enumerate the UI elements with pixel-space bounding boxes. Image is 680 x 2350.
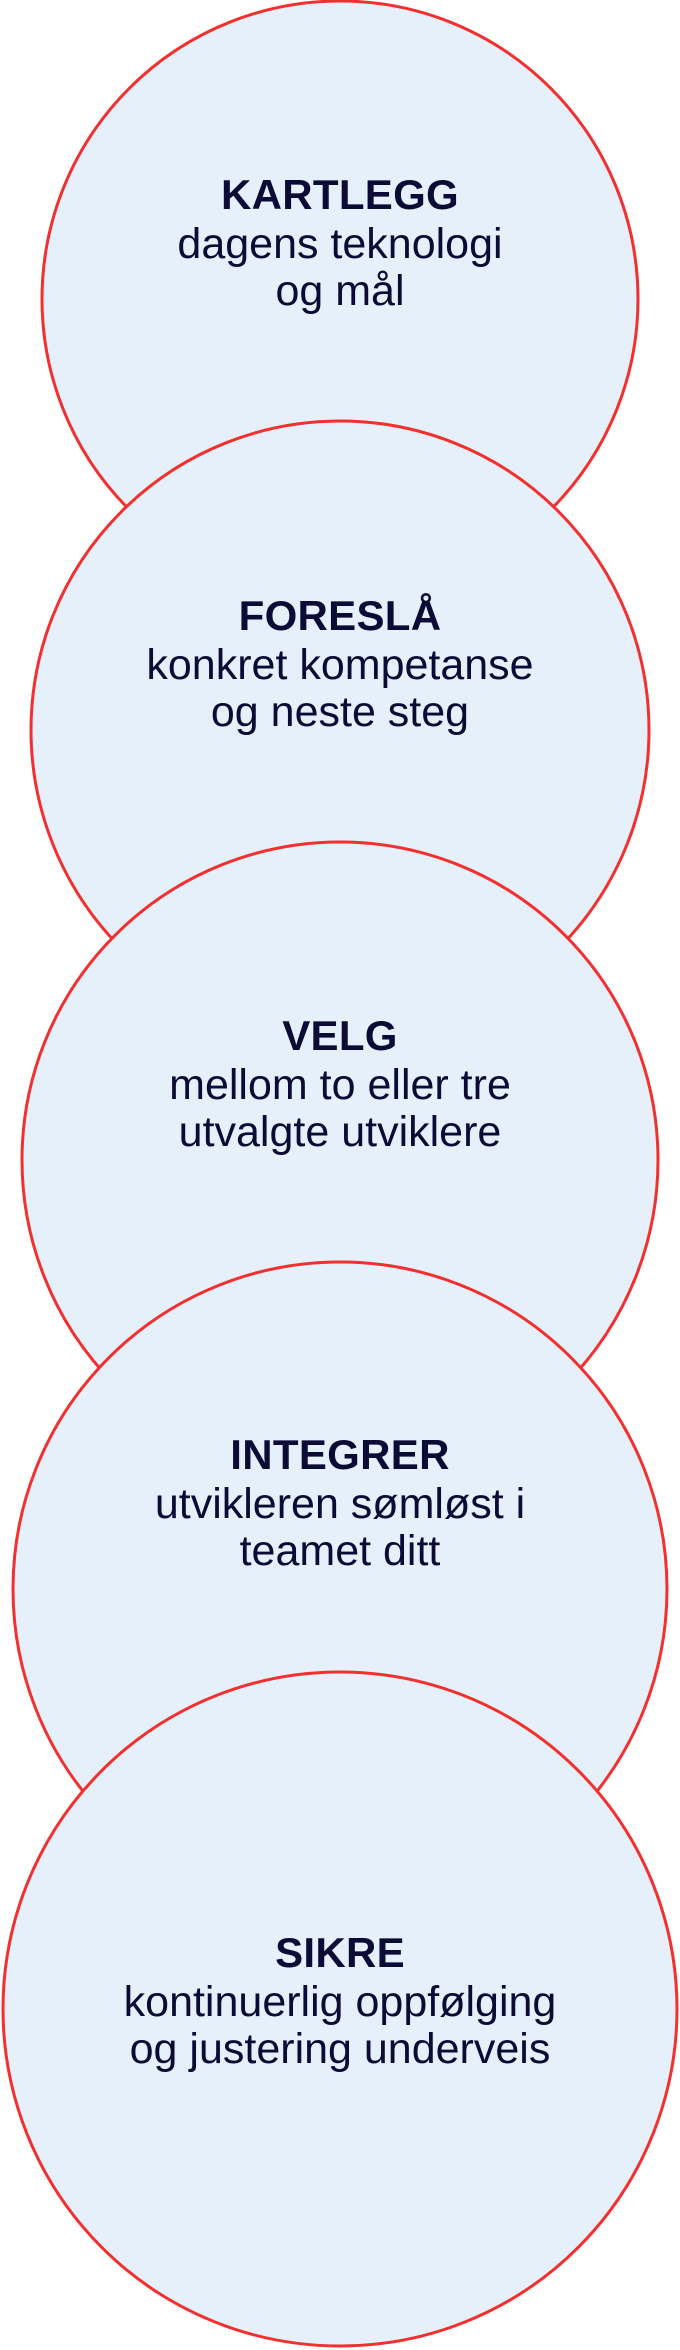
- step-title: SIKRE: [275, 1929, 405, 1976]
- step-kartlegg: KARTLEGG dagens teknologi og mål: [0, 169, 680, 315]
- step-description-line: utvalgte utviklere: [178, 1108, 502, 1156]
- step-description-line: og justering underveis: [129, 2025, 551, 2073]
- step-integrer: INTEGRER utvikleren sømløst i teamet dit…: [0, 1429, 680, 1575]
- step-description-line: og neste steg: [210, 688, 470, 736]
- step-description-line: mellom to eller tre: [169, 1061, 511, 1109]
- step-description-line: konkret kompetanse: [146, 641, 534, 689]
- step-circle-sikre: [1, 1670, 679, 2348]
- step-velg: VELG mellom to eller tre utvalgte utvikl…: [0, 1010, 680, 1156]
- step-title: FORESLÅ: [238, 592, 442, 639]
- step-sikre: SIKRE kontinuerlig oppfølging og justeri…: [0, 1927, 680, 2073]
- step-description-line: og mål: [275, 267, 405, 315]
- step-description-line: teamet ditt: [239, 1527, 441, 1575]
- step-description-line: utvikleren sømløst i: [154, 1480, 526, 1528]
- step-title: INTEGRER: [230, 1431, 450, 1478]
- step-title: VELG: [282, 1012, 398, 1059]
- step-title: KARTLEGG: [220, 171, 460, 218]
- step-description-line: dagens teknologi: [177, 220, 503, 268]
- step-foresla: FORESLÅ konkret kompetanse og neste steg: [0, 590, 680, 736]
- step-description-line: kontinuerlig oppfølging: [123, 1978, 557, 2026]
